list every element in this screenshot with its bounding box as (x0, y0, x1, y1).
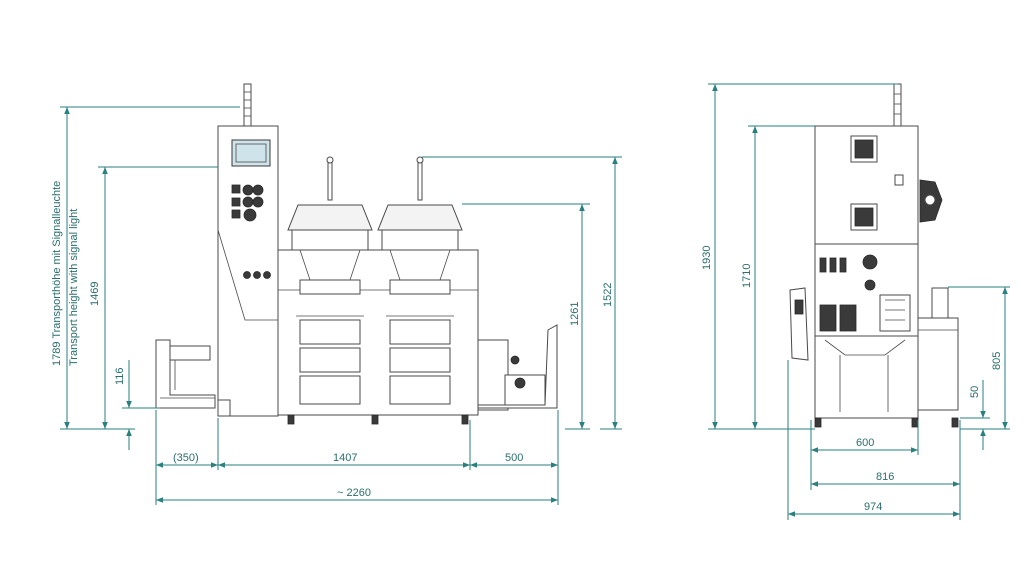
dim-1710: 1710 (741, 264, 753, 288)
dim-805: 805 (991, 352, 1003, 370)
control-buttons (231, 184, 271, 279)
dim-1261: 1261 (569, 302, 581, 326)
side-view-machine (789, 83, 959, 428)
right-conveyor (477, 324, 558, 411)
transport-height-en-label: Transport height with signal light (68, 209, 80, 366)
dim-350: (350) (173, 452, 199, 464)
unit-1 (287, 156, 373, 405)
dim-116: 116 (114, 367, 126, 385)
front-feet (287, 414, 469, 425)
dim-1522: 1522 (602, 283, 614, 307)
transport-height-de-label: 1789 Transporthöhe mit Signalleuchte (51, 181, 63, 366)
dim-1469: 1469 (89, 282, 101, 306)
side-signal-light (893, 83, 902, 127)
front-view-machine (155, 83, 558, 425)
dim-2260: ~ 2260 (337, 487, 371, 499)
control-cabinet (217, 125, 279, 417)
signal-light (243, 83, 252, 127)
front-dimensions: 1789 Transporthöhe mit Signalleuchte Tra… (51, 106, 622, 505)
dim-974: 974 (864, 501, 882, 513)
left-feeder (155, 339, 216, 409)
side-dimensions: 1930 1710 805 50 600 816 974 (701, 83, 1010, 520)
dim-1407: 1407 (333, 452, 357, 464)
dim-816: 816 (876, 471, 894, 483)
bin (299, 319, 361, 345)
unit-2 (377, 156, 463, 405)
dim-500: 500 (505, 452, 523, 464)
dim-50: 50 (969, 386, 981, 398)
dim-600: 600 (856, 437, 874, 449)
side-components (819, 254, 911, 332)
dim-1930: 1930 (701, 246, 713, 270)
